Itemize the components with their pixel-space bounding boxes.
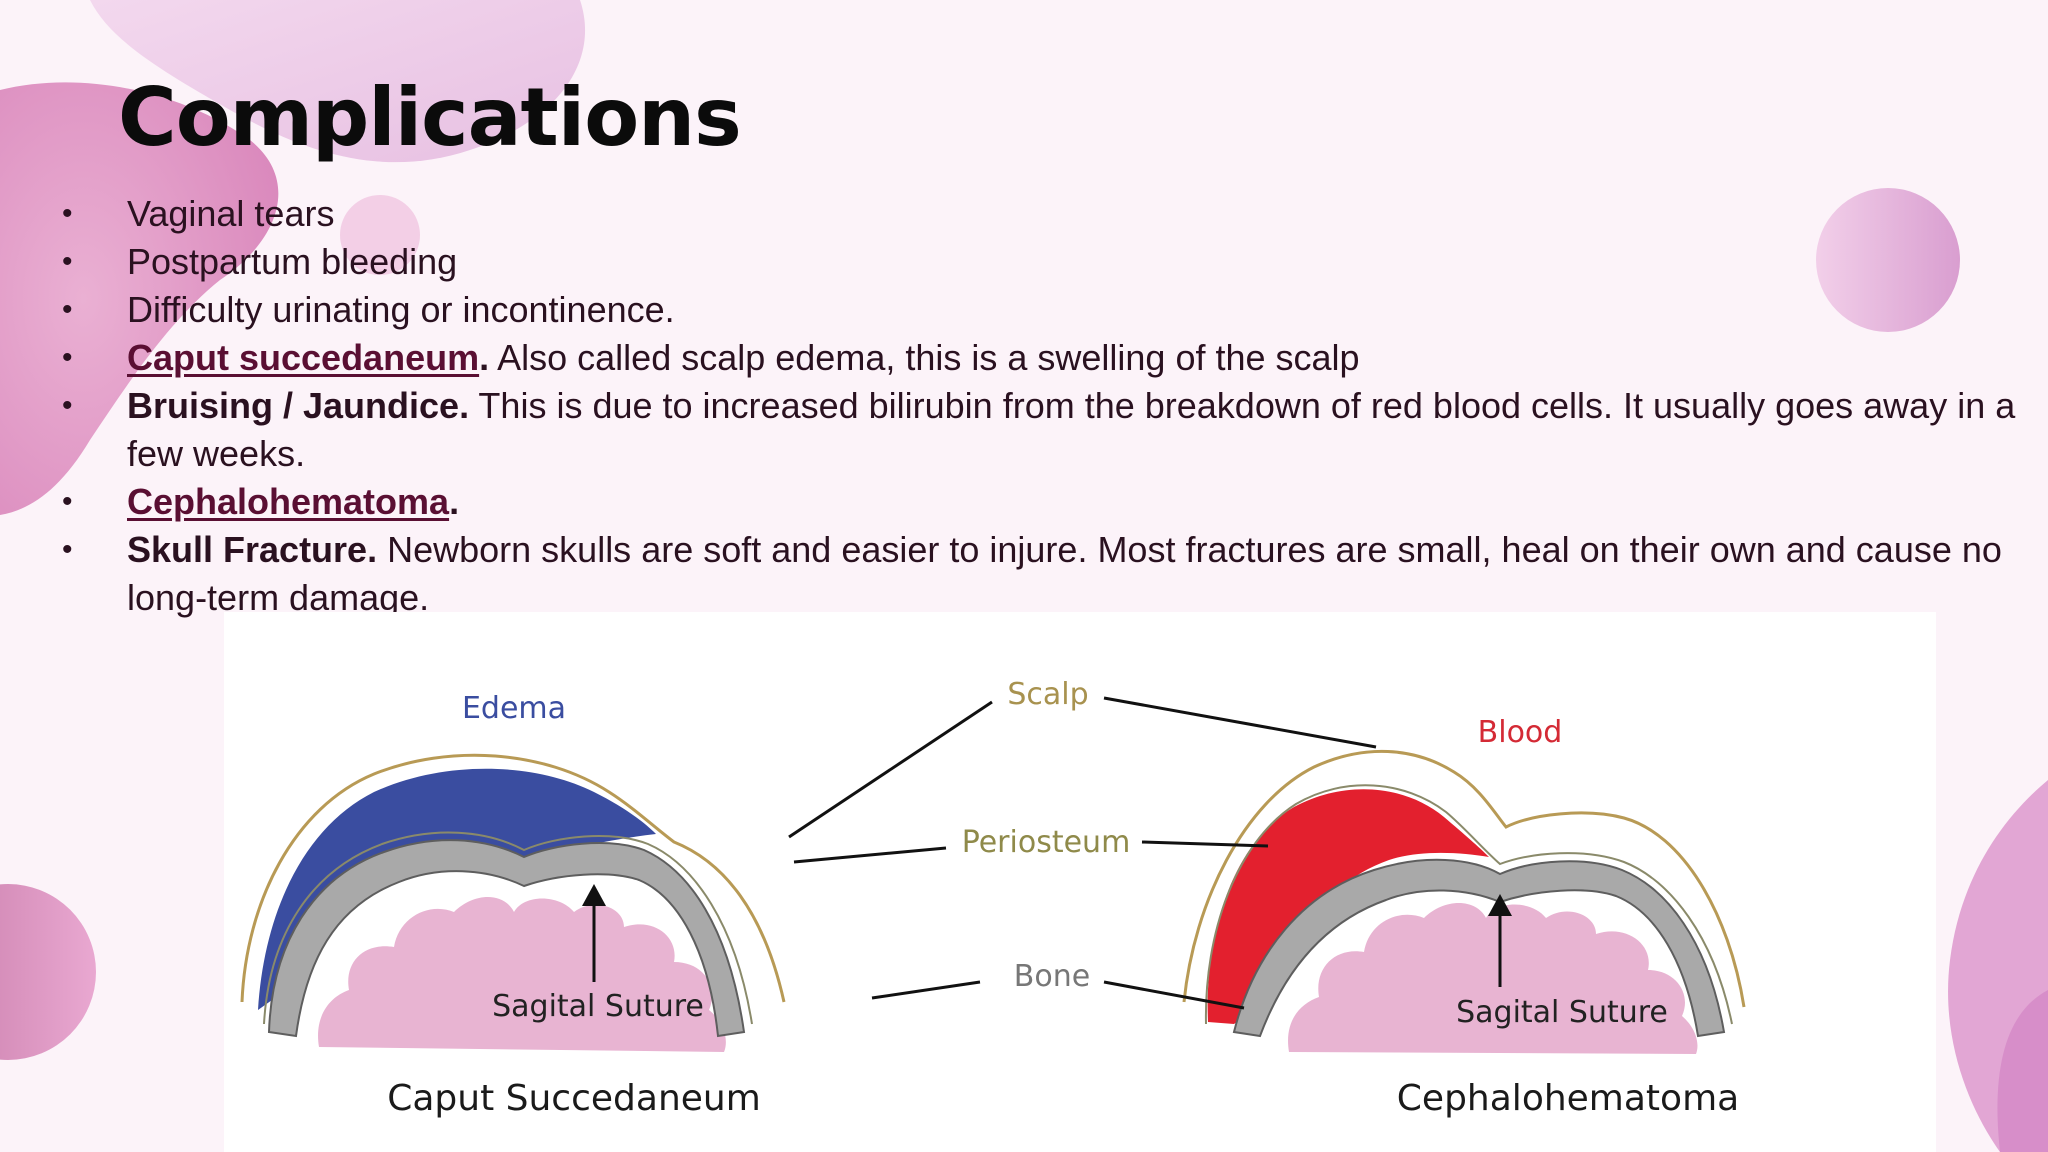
right-periosteum-line bbox=[1204, 784, 1733, 1025]
caption-caput-succedaneum: Caput Succedaneum bbox=[387, 1078, 761, 1119]
periosteum-label: Periosteum bbox=[962, 825, 1131, 860]
bone-pointer-left bbox=[871, 980, 981, 1000]
bullet-item: Vaginal tears bbox=[0, 190, 2048, 238]
left-periosteum-line bbox=[263, 831, 753, 1025]
right-brain-shape bbox=[1288, 903, 1698, 1054]
periosteum-pointer-right bbox=[1141, 840, 1269, 848]
left-edema bbox=[258, 768, 656, 1010]
bullet-punctuation: . bbox=[479, 337, 490, 378]
periosteum-pointer-left bbox=[793, 846, 947, 864]
scalp-label: Scalp bbox=[1007, 677, 1088, 712]
bone-label: Bone bbox=[1014, 959, 1090, 994]
right-bone bbox=[1232, 858, 1726, 1038]
bullet-item: Postpartum bleeding bbox=[0, 238, 2048, 286]
slide-title: Complications bbox=[118, 71, 742, 164]
bullet-text: Difficulty urinating or incontinence. bbox=[127, 289, 675, 330]
bullet-item: Skull Fracture. Newborn skulls are soft … bbox=[0, 526, 2048, 622]
scalp-pointer-left bbox=[788, 700, 993, 839]
bullet-item: Cephalohematoma. bbox=[0, 478, 2048, 526]
bullet-item: Caput succedaneum. Also called scalp ede… bbox=[0, 334, 2048, 382]
left-brain-shape bbox=[318, 897, 726, 1052]
scalp-pointer-right bbox=[1103, 696, 1377, 749]
bullet-text: Newborn skulls are soft and easier to in… bbox=[127, 529, 2002, 618]
edema-label: Edema bbox=[462, 691, 566, 726]
bullet-punctuation: . bbox=[449, 481, 460, 522]
bullet-text: Also called scalp edema, this is a swell… bbox=[489, 337, 1360, 378]
left-scalp-outline bbox=[240, 753, 786, 1003]
bullet-text: This is due to increased bilirubin from … bbox=[127, 385, 2016, 474]
bullet-link[interactable]: Cephalohematoma bbox=[127, 481, 450, 522]
sagital-suture-label-left: Sagital Suture bbox=[492, 989, 704, 1024]
bullet-text: Vaginal tears bbox=[127, 193, 335, 234]
caption-cephalohematoma: Cephalohematoma bbox=[1397, 1078, 1739, 1119]
bone-pointer-right bbox=[1103, 980, 1245, 1010]
left-head bbox=[240, 753, 786, 1052]
left-bone bbox=[267, 839, 746, 1038]
blood-label: Blood bbox=[1478, 715, 1563, 750]
left-arrow-head bbox=[582, 884, 606, 906]
scalp-swelling-diagram: Edema Scalp Blood Periosteum Bone Sagita… bbox=[240, 677, 1746, 1119]
diagram-panel: Edema Scalp Blood Periosteum Bone Sagita… bbox=[224, 612, 1936, 1152]
bullet-text: Postpartum bleeding bbox=[127, 241, 458, 282]
bullet-lead: Bruising / Jaundice. bbox=[127, 385, 470, 426]
sagital-suture-label-right: Sagital Suture bbox=[1456, 995, 1668, 1030]
bullet-lead: Skull Fracture. bbox=[127, 529, 378, 570]
right-head bbox=[1182, 749, 1746, 1054]
bullet-link[interactable]: Caput succedaneum bbox=[127, 337, 480, 378]
bullet-item: Bruising / Jaundice. This is due to incr… bbox=[0, 382, 2048, 478]
bullet-item: Difficulty urinating or incontinence. bbox=[0, 286, 2048, 334]
right-scalp-outline bbox=[1182, 749, 1746, 1008]
bullet-list: Vaginal tearsPostpartum bleedingDifficul… bbox=[0, 190, 2048, 622]
right-arrow-head bbox=[1488, 894, 1512, 916]
